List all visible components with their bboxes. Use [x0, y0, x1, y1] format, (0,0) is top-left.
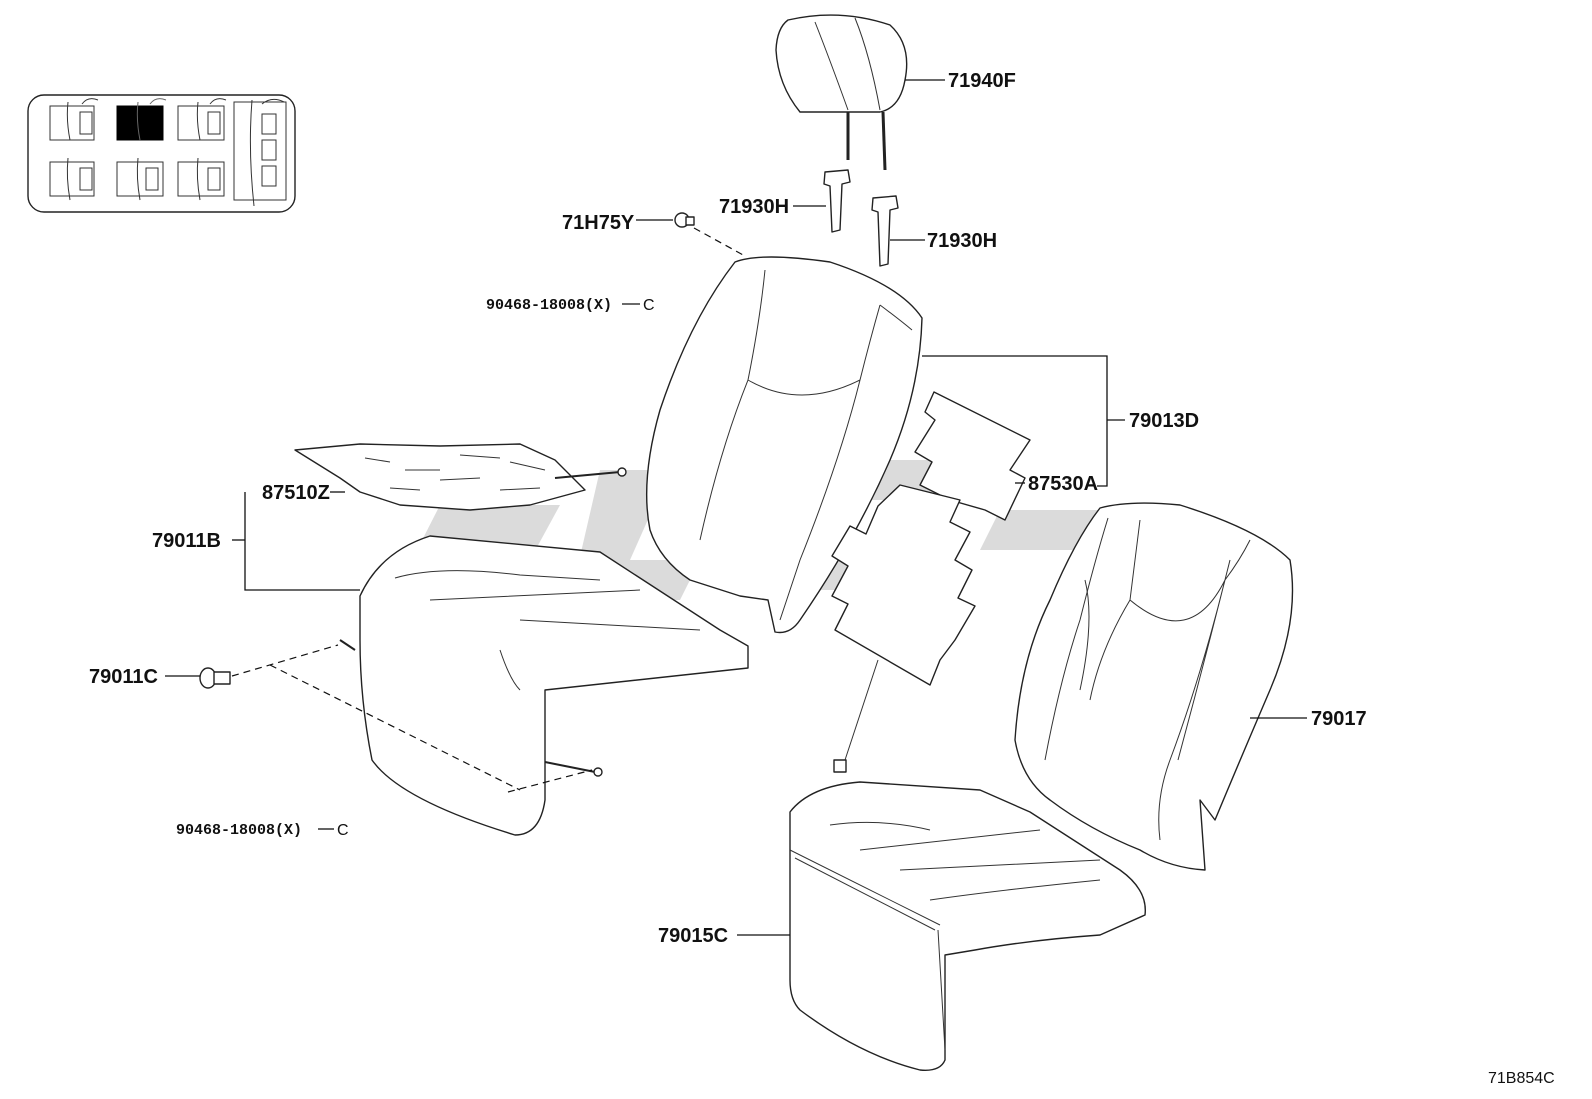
label-headrest: 71940F — [948, 70, 1016, 92]
seatback-assembly — [645, 256, 923, 634]
locator-seat-front-3 — [177, 98, 227, 141]
label-seatback-assy: 79013D — [1129, 410, 1199, 432]
locator-seat-rear-left — [49, 157, 95, 201]
hog-ring-lower-marker: C — [337, 822, 349, 839]
label-cushion-assy: 79011B — [152, 530, 221, 552]
seatback-heater — [831, 391, 1031, 773]
headrest-support-right — [871, 195, 899, 267]
locator-seat-rear-right — [177, 157, 225, 201]
label-clip: 71H75Y — [562, 212, 635, 234]
seat-locator — [27, 94, 296, 213]
diagram-code: 71B854C — [1488, 1070, 1555, 1087]
label-hog-ring-lower: 90468-18008(X) — [176, 822, 302, 839]
label-seatback-heater: 87530A — [1028, 473, 1098, 495]
seat-cushion-assembly — [359, 535, 749, 836]
label-cushion-fastener: 79011C — [89, 666, 158, 688]
label-headrest-support-left: 71930H — [719, 196, 789, 218]
seatback-cover — [1014, 502, 1294, 871]
label-cushion-heater: 87510Z — [262, 482, 330, 504]
label-cushion-cover: 79015C — [658, 925, 728, 947]
label-seatback-cover: 79017 — [1311, 708, 1367, 730]
label-hog-ring-upper: 90468-18008(X) — [486, 297, 612, 314]
hog-ring-upper-marker: C — [643, 297, 655, 314]
seat-cushion-cover — [789, 781, 1146, 1071]
cushion-fastener — [199, 639, 603, 777]
locator-seat-rear-center — [116, 157, 164, 201]
headrest-support-left — [823, 169, 851, 233]
cushion-heater — [294, 443, 627, 511]
clip-part — [674, 212, 695, 228]
label-headrest-support-right: 71930H — [927, 230, 997, 252]
locator-seat-front-left — [49, 98, 99, 141]
locator-seat-front-right-highlighted — [116, 98, 167, 141]
headrest — [775, 14, 908, 171]
locator-seat-third-row — [233, 98, 287, 207]
